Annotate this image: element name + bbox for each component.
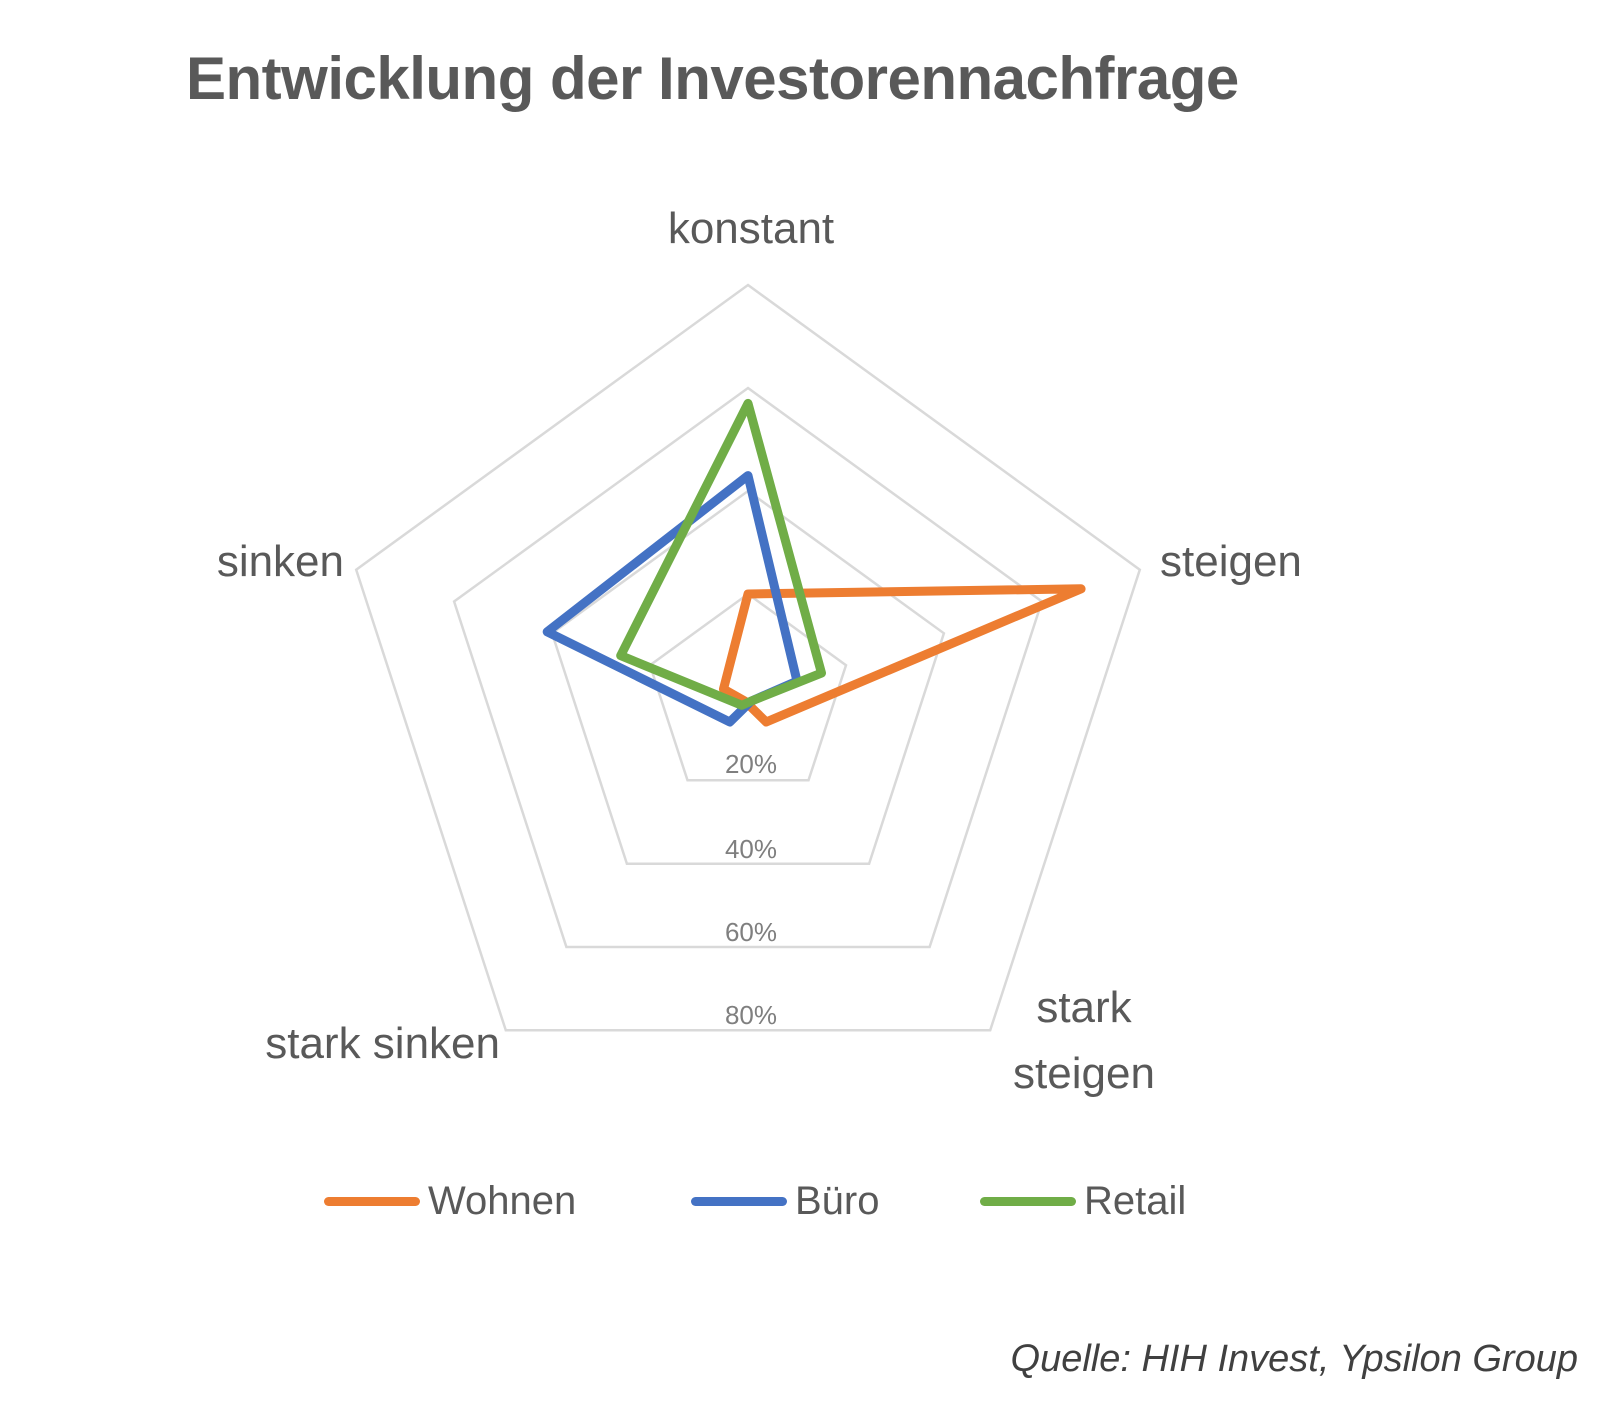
legend-label: Wohnen	[428, 1178, 577, 1223]
legend-swatch-buero	[691, 1196, 787, 1206]
grid-ring-80	[354, 283, 1142, 1032]
chart-title: Entwicklung der Investorennachfrage	[186, 45, 1239, 112]
legend-swatch-wohnen	[324, 1196, 420, 1206]
series-bro[interactable]	[542, 471, 802, 727]
legend-item-wohnen[interactable]: Wohnen	[324, 1176, 576, 1226]
radar-grid	[354, 283, 1142, 1032]
legend: Wohnen Büro Retail	[0, 1176, 1610, 1226]
axis-label-stark-sinken: stark sinken	[265, 1019, 500, 1068]
legend-label: Retail	[1084, 1178, 1187, 1223]
grid-ring-40	[550, 489, 946, 865]
series-retail[interactable]	[616, 398, 826, 710]
radar-series	[542, 398, 1086, 727]
legend-item-buero[interactable]: Büro	[691, 1176, 880, 1226]
tick-label-40: 40%	[724, 834, 778, 864]
source-note: Quelle: HIH Invest, Ypsilon Group	[1010, 1338, 1578, 1380]
grid-ring-60	[452, 386, 1044, 949]
series-wohnen[interactable]	[719, 584, 1086, 727]
grid-ring-20	[648, 592, 848, 782]
legend-item-retail[interactable]: Retail	[980, 1176, 1186, 1226]
tick-label-80: 80%	[724, 1000, 778, 1030]
tick-label-20: 20%	[724, 749, 778, 779]
axis-label-stark-steigen-line2: steigen	[1013, 1049, 1155, 1098]
axis-label-konstant: konstant	[667, 204, 835, 253]
legend-label: Büro	[795, 1178, 880, 1223]
axis-label-steigen: steigen	[1160, 537, 1302, 586]
tick-label-60: 60%	[724, 917, 778, 947]
legend-swatch-retail	[980, 1196, 1076, 1206]
axis-label-stark-steigen-line1: stark	[1036, 983, 1132, 1032]
axis-label-sinken: sinken	[216, 537, 344, 586]
